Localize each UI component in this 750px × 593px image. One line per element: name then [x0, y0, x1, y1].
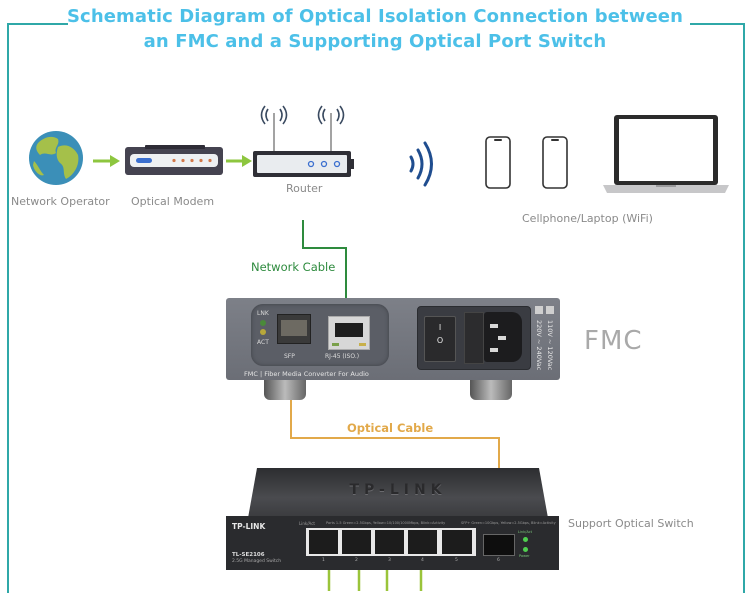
switch-port-5[interactable] [442, 530, 472, 554]
switch-ports-legend: Ports 1-5 Green=2.5Gbps, Yellow=10/100/1… [326, 521, 446, 525]
title-line-2: an FMC and a Supporting Optical Port Swi… [143, 31, 607, 52]
diagram-title: Schematic Diagram of Optical Isolation C… [60, 4, 690, 54]
port-number: 6 [497, 558, 500, 563]
cellphone-icon [542, 136, 568, 189]
power-switch-on-mark: I [438, 323, 442, 332]
fmc-label: FMC [584, 326, 643, 356]
fmc-device: LNK ACT SFP RJ-45 (ISO.) FMC | Fiber Med… [226, 298, 560, 380]
downlink-cables [327, 570, 423, 591]
frame-top-left-border [7, 23, 68, 25]
port-number: 3 [388, 558, 391, 563]
fmc-foot [470, 380, 512, 400]
port-number: 5 [455, 558, 458, 563]
router-icon [253, 105, 354, 177]
switch-power-led [523, 547, 528, 552]
optical-modem-label: Optical Modem [131, 195, 215, 208]
fmc-sfp-port[interactable] [277, 314, 311, 344]
switch-sfp-legend: SFP+ Green=10Gbps, Yellow=2.5Gbps, Blink… [461, 521, 556, 525]
fmc-sfp-label: SFP [284, 353, 295, 360]
title-line-1: Schematic Diagram of Optical Isolation C… [66, 6, 683, 27]
support-optical-switch-label: Support Optical Switch [568, 517, 694, 530]
modem-icon [125, 145, 223, 175]
switch-led-power-label: Power [519, 554, 530, 558]
port-number: 1 [322, 558, 325, 563]
switch-link-act-label: Link/Act [299, 521, 315, 526]
switch-top-brand: TP-LINK [349, 482, 447, 498]
fmc-voltage-indicator [546, 306, 554, 314]
switch-port-2[interactable] [342, 530, 371, 554]
switch-subtitle: 2.5G Managed Switch [232, 559, 282, 564]
network-cable-label: Network Cable [251, 260, 336, 274]
flow-arrow-icon [226, 155, 252, 167]
network-chain-graphics [29, 105, 729, 193]
laptop-icon [603, 115, 729, 193]
switch-front-brand: TP-LINK [232, 522, 266, 531]
power-switch-off-mark: O [436, 336, 444, 345]
fmc-led-act-label: ACT [257, 339, 269, 346]
fmc-fuse-holder [464, 312, 484, 364]
fmc-link-led [260, 320, 266, 326]
switch-port-3[interactable] [375, 530, 404, 554]
optical-cable-label: Optical Cable [347, 421, 434, 435]
fmc-rj45-port[interactable] [328, 316, 370, 350]
router-label: Router [286, 182, 323, 195]
frame-top-right-border [690, 23, 744, 25]
frame-right-border [743, 23, 745, 593]
cellphone-icon [485, 136, 511, 189]
port-number: 4 [421, 558, 424, 563]
switch-link-led [523, 537, 528, 542]
fmc-foot [264, 380, 306, 400]
fmc-power-switch[interactable]: I O [424, 316, 456, 362]
clients-label: Cellphone/Laptop (WiFi) [522, 212, 653, 225]
flow-arrow-icon [93, 155, 120, 167]
fmc-act-led [260, 329, 266, 335]
switch-model: TL-SE2106 [232, 552, 265, 558]
fmc-iec-power-socket[interactable] [484, 312, 522, 362]
switch-port-4[interactable] [408, 530, 437, 554]
switch-front-panel: TP-LINK TL-SE2106 2.5G Managed Switch Li… [226, 516, 559, 570]
globe-icon [29, 131, 83, 185]
fmc-voltage-indicator [535, 306, 543, 314]
fmc-led-link-label: LNK [257, 310, 269, 317]
switch-sfp-port-6[interactable] [483, 534, 515, 556]
fmc-rj45-label: RJ-45 (ISO.) [325, 353, 360, 360]
switch-top-cover: TP-LINK [248, 468, 548, 518]
switch-led-link-label: Link/Act [518, 530, 532, 534]
network-operator-label: Network Operator [11, 195, 110, 208]
wifi-signal-icon [409, 141, 433, 187]
fmc-voltage-label-1: 110V ~ 120Vac [546, 320, 554, 371]
frame-left-border [7, 23, 9, 593]
switch-port-1[interactable] [309, 530, 338, 554]
fmc-voltage-label-2: 220V ~ 240Vac [535, 320, 543, 371]
port-number: 2 [355, 558, 358, 563]
fmc-front-text: FMC | Fiber Media Converter For Audio [244, 370, 369, 378]
